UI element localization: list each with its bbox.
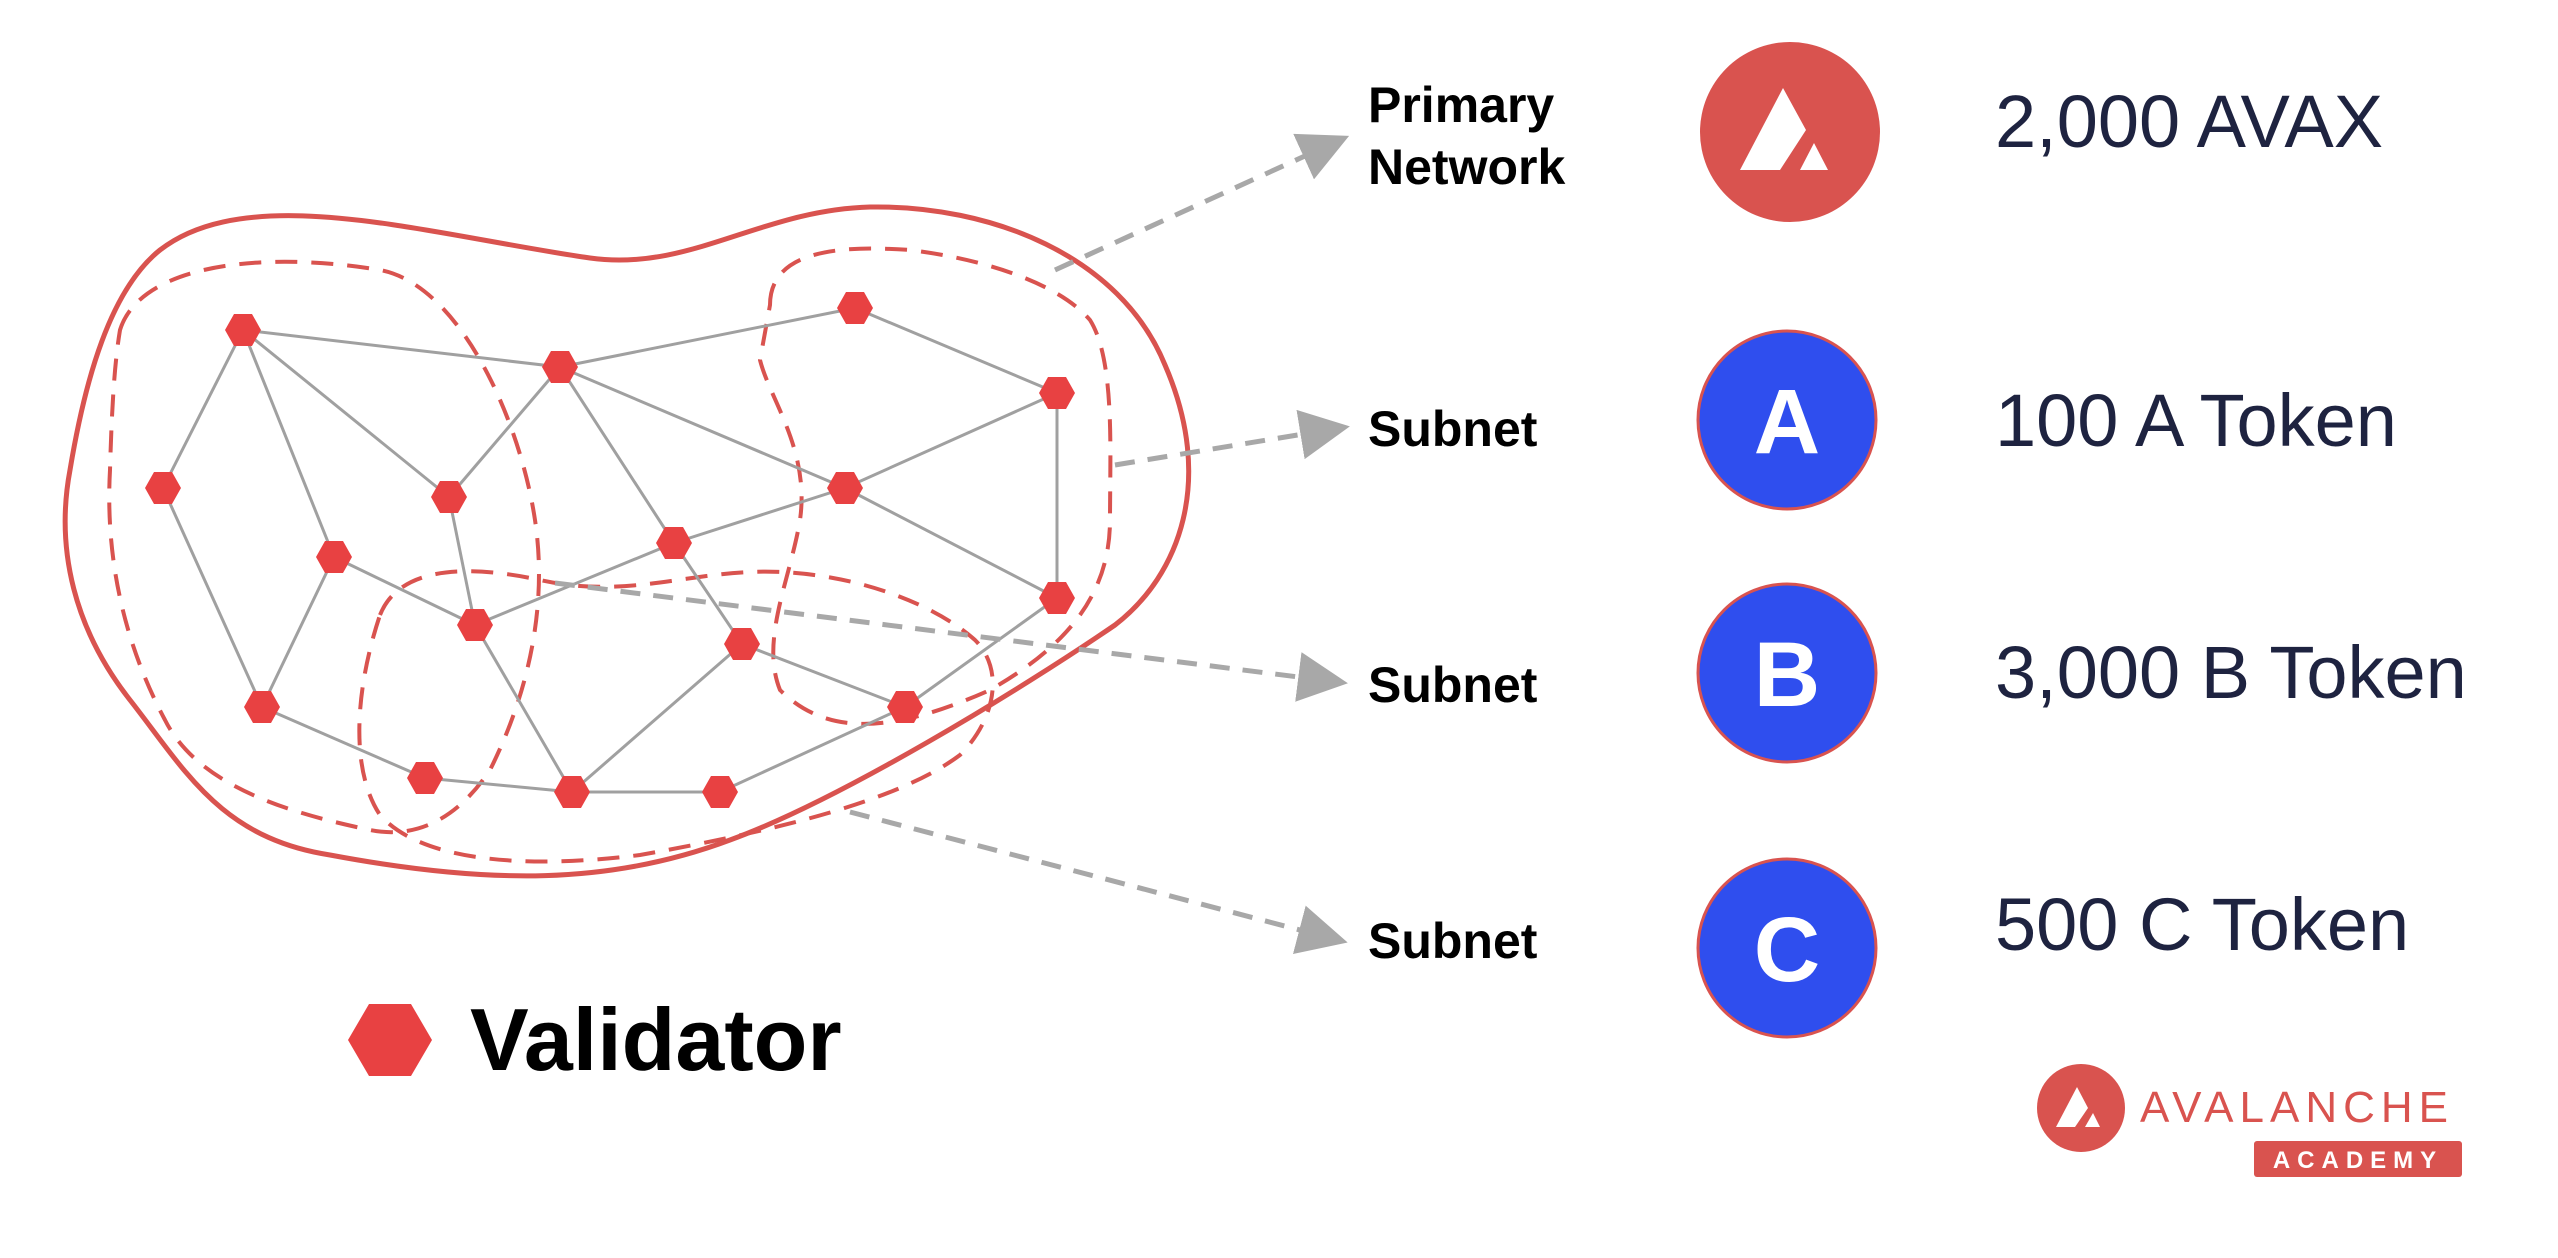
arrow-subnet-b [554, 580, 1348, 702]
edge [844, 486, 1058, 600]
edge [161, 329, 245, 489]
edge [719, 705, 906, 794]
legend: Validator [348, 990, 842, 1089]
validator-node-hexagon-icon [225, 314, 261, 346]
validator-node-hexagon-icon [145, 472, 181, 504]
subnet-b-boundary [107, 259, 541, 835]
validator-node-hexagon-icon [244, 691, 280, 723]
edge [741, 642, 906, 709]
subnet-b-stake: 3,000 B Token [1995, 631, 2467, 714]
edge [333, 555, 476, 627]
brand-sub-background [2254, 1141, 2462, 1177]
validator-node-hexagon-icon [554, 776, 590, 808]
avalanche-logo-icon [2056, 1087, 2100, 1127]
edge [241, 329, 336, 558]
edge [242, 328, 450, 499]
validator-node-hexagon-icon [316, 541, 352, 573]
validator-nodes [145, 292, 1075, 808]
subnet-b-label: Subnet [1368, 657, 1538, 713]
edge [673, 486, 846, 545]
subnet-b-badge: B [1696, 582, 1878, 764]
subnet-a-badge: A [1696, 329, 1878, 511]
subnet-a-label: Subnet [1368, 401, 1538, 457]
edge [571, 642, 743, 794]
validator-edges [161, 306, 1059, 794]
primary-network-badge [1700, 42, 1880, 222]
edge [473, 624, 574, 793]
edge [424, 776, 573, 794]
primary-network-stake: 2,000 AVAX [1995, 80, 2383, 163]
validator-node-hexagon-icon [702, 776, 738, 808]
validator-node-hexagon-icon [1039, 377, 1075, 409]
edge [854, 306, 1058, 395]
stake-values: 2,000 AVAX 100 A Token 3,000 B Token 500… [1995, 80, 2467, 966]
primary-network-label-line2: Network [1368, 139, 1565, 195]
edge [559, 365, 846, 490]
primary-network-label-line1: Primary [1368, 77, 1554, 133]
avalanche-academy-logo: AVALANCHE ACADEMY [2037, 1064, 2462, 1177]
arrow-subnet-a [1114, 409, 1350, 468]
subnet-c-label: Subnet [1368, 913, 1538, 969]
edge [844, 391, 1058, 490]
connector-arrows [554, 133, 1350, 955]
legend-label: Validator [470, 990, 842, 1089]
subnet-b-letter: B [1754, 624, 1820, 726]
validator-node-hexagon-icon [887, 691, 923, 723]
edge [260, 556, 336, 708]
edge [904, 596, 1058, 709]
primary-network-boundary [62, 204, 1192, 879]
avalanche-logo-icon [1740, 88, 1828, 170]
validator-node-hexagon-icon [457, 609, 493, 641]
subnet-a-boundary [757, 246, 1113, 726]
subnet-c-badge: C [1696, 857, 1878, 1039]
arrow-primary-network [1053, 133, 1350, 273]
validator-node-hexagon-icon [724, 628, 760, 660]
subnet-a-letter: A [1754, 371, 1820, 473]
network-badges: A B C [1696, 42, 1880, 1039]
edge [242, 328, 561, 369]
hexagon-icon [348, 1004, 432, 1076]
subnet-a-stake: 100 A Token [1995, 379, 2397, 462]
subnet-c-stake: 500 C Token [1995, 883, 2409, 966]
validator-node-hexagon-icon [827, 472, 863, 504]
brand-name: AVALANCHE [2140, 1083, 2454, 1132]
brand-sub: ACADEMY [2273, 1147, 2443, 1174]
arrow-subnet-c [849, 809, 1348, 955]
validator-node-hexagon-icon [407, 762, 443, 794]
edge [261, 705, 426, 780]
validator-node-hexagon-icon [1039, 582, 1075, 614]
edge [672, 542, 744, 645]
validator-node-hexagon-icon [542, 351, 578, 383]
network-labels: Primary Network Subnet Subnet Subnet [1368, 77, 1565, 969]
edge [558, 366, 676, 544]
edge [161, 487, 264, 708]
edge [559, 306, 856, 369]
validator-node-hexagon-icon [837, 292, 873, 324]
validator-node-hexagon-icon [656, 527, 692, 559]
validator-node-hexagon-icon [431, 481, 467, 513]
edge [447, 366, 562, 498]
edge [447, 496, 477, 626]
subnet-c-letter: C [1754, 899, 1820, 1001]
